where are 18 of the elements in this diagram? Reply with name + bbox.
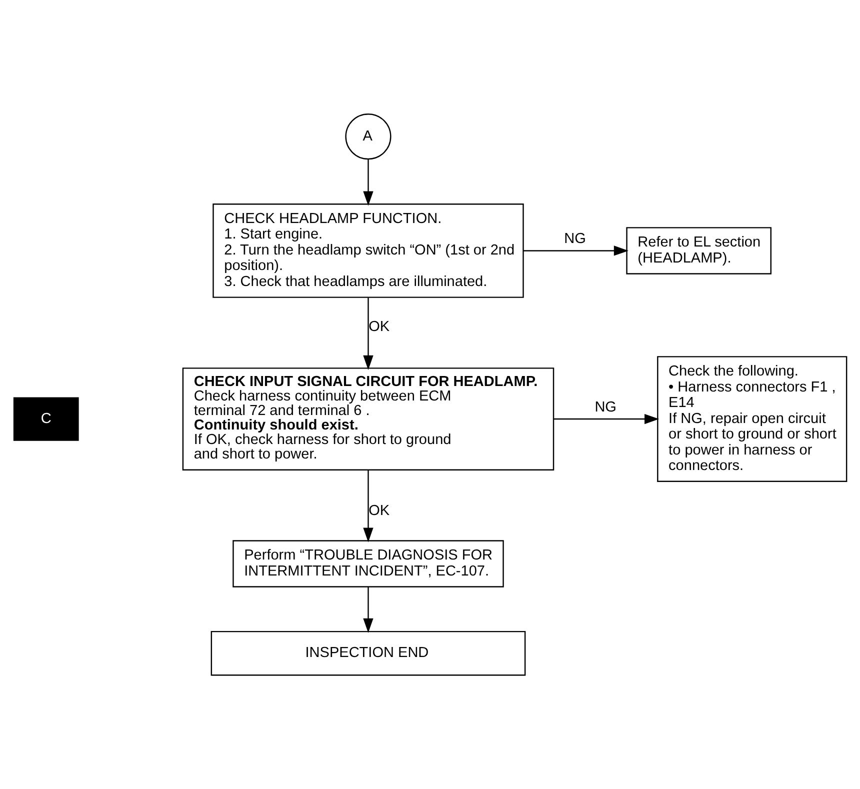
arrow [363, 159, 374, 206]
edge-label: OK [368, 318, 390, 335]
arrow [363, 470, 374, 542]
node-box: CHECK INPUT SIGNAL CIRCUIT FOR HEADLAMP. Check harness continuity between ECM terminal 72 and terminal 6 . Continuity should exist. If OK, check harness for short to ground and short to power. [182, 368, 554, 470]
arrow [554, 414, 660, 424]
node-box: Refer to EL section (HEADLAMP). [626, 227, 772, 274]
node-box: INSPECTION END [210, 630, 526, 676]
edge-label: OK [368, 502, 390, 519]
arrow [363, 586, 374, 633]
node-box: CHECK HEADLAMP FUNCTION. 1. Start engine. 2. Turn the headlamp switch “ON” (1st or 2nd position). 3. Check that headlamps are illuminated. [212, 203, 524, 298]
edge-label: NG [594, 399, 616, 416]
label: C [40, 410, 52, 427]
arrow [523, 246, 628, 256]
edge-label: NG [564, 230, 586, 247]
node-box: Perform “TROUBLE DIAGNOSIS FOR INTERMITTENT INCIDENT”, EC-107. [232, 540, 504, 588]
node-box: Check the following. • Harness connectors F1 , E14 If NG, repair open circuit or short to ground or short to power in harness or connectors. [657, 356, 848, 482]
node-circle: A [345, 114, 392, 160]
arrow [363, 298, 374, 370]
